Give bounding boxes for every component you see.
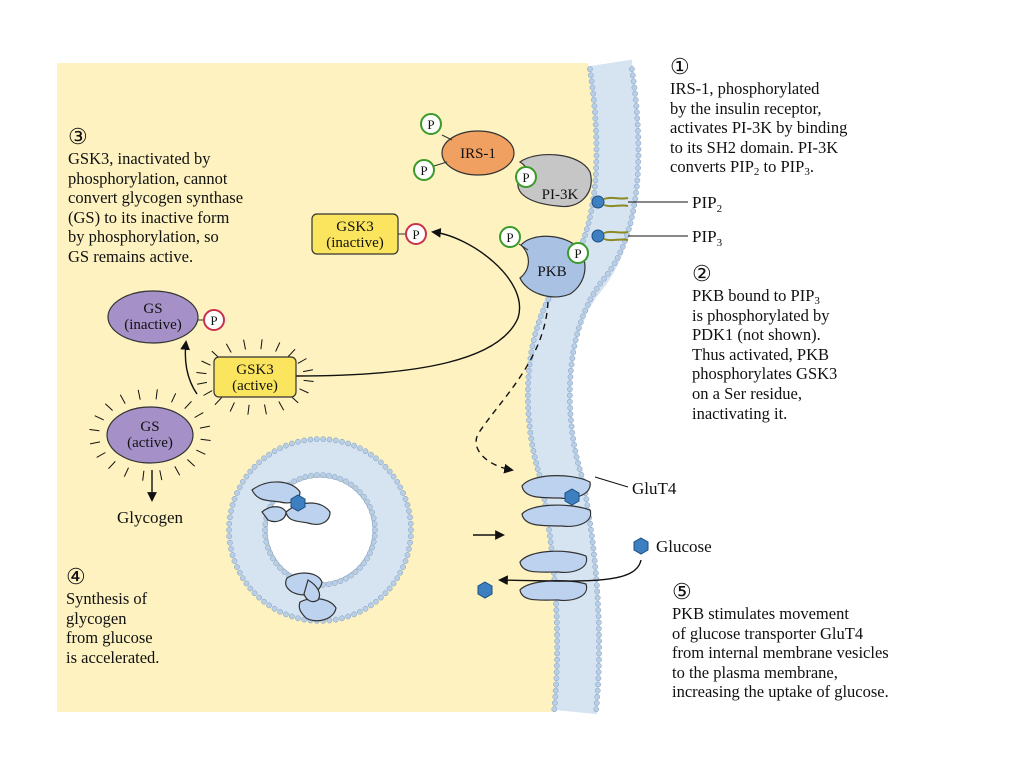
gs-active-rays	[89, 389, 211, 481]
plasma-membrane	[526, 59, 640, 715]
step-3-line: GS remains active.	[68, 246, 194, 266]
step-3-line: (GS) to its inactive form	[68, 207, 230, 227]
step-2-line: on a Ser residue,	[692, 383, 802, 403]
step-5-line: to the plasma membrane,	[672, 662, 838, 682]
irs1-label: IRS-1	[460, 146, 496, 162]
pkb-phosphate-1: P	[499, 226, 529, 251]
gs-inactive-enzyme	[107, 290, 199, 344]
gs-inactivation-arrow	[180, 340, 198, 395]
step-3-line: convert glycogen synthase	[68, 188, 244, 208]
pkb-phosphorylates-gsk3-arrow	[295, 227, 521, 377]
step-2-first-line: PKB bound to PIP3	[692, 286, 820, 307]
note-step-3: ③ GSK3, inactivated by phosphorylation, …	[68, 125, 243, 267]
irs1-protein	[441, 130, 515, 176]
pkb-label: PKB	[537, 264, 566, 280]
svg-text:P: P	[210, 313, 217, 328]
step-2-number: ②	[692, 261, 712, 286]
step-3-line: by phosphorylation, so	[68, 227, 219, 247]
irs1-phosphate-2: P	[413, 159, 448, 181]
step-4-line: Synthesis of	[66, 589, 148, 608]
note-step-1: ① IRS-1, phosphorylated by the insulin r…	[670, 54, 848, 179]
vesicle-glucose-icon	[290, 494, 306, 512]
step-4-number: ④	[66, 564, 86, 589]
glut4-label: GluT4	[632, 479, 677, 498]
pip2-label: PIP2	[692, 193, 722, 215]
step-3-number: ③	[68, 124, 88, 149]
note-step-4: ④ Synthesis of glycogen from glucose is …	[66, 565, 159, 667]
gsk3-active-box	[213, 356, 297, 398]
step-2-line: phosphorylates GSK3	[692, 364, 838, 384]
irs1-phosphate-1: P	[420, 113, 453, 141]
step-2-line: Thus activated, PKB	[692, 344, 830, 364]
step-1-line: activates PI-3K by binding	[670, 118, 848, 138]
glucose-icon	[633, 537, 649, 555]
step-4-line: glycogen	[66, 608, 127, 628]
pip3-label: PIP3	[692, 227, 723, 249]
membrane-glut4-upper	[521, 475, 592, 527]
pip3-lipid	[591, 229, 629, 243]
step-2-line: PDK1 (not shown).	[692, 325, 821, 345]
step-3-line: GSK3, inactivated by	[68, 149, 211, 168]
pkb-phosphate-2: P	[567, 242, 589, 264]
step-1-number: ①	[670, 54, 690, 79]
note-step-2: ② PKB bound to PIP3 is phosphorylated by…	[692, 262, 837, 423]
svg-text:P: P	[506, 230, 513, 245]
step-1-line: IRS-1, phosphorylated	[670, 79, 820, 98]
pi3k-label: PI-3K	[542, 187, 579, 203]
svg-text:P: P	[574, 246, 581, 261]
vesicle-glut4-lower	[285, 572, 337, 622]
gs-phosphate: P	[198, 309, 225, 331]
step-2-line: inactivating it.	[692, 403, 788, 423]
step-5-line: of glucose transporter GluT4	[672, 623, 864, 643]
step-5-line: from internal membrane vesicles	[672, 643, 889, 663]
gsk3-inactive-label: GSK3(inactive)	[326, 219, 383, 251]
step-1-last-line: converts PIP2 to PIP3.	[670, 157, 814, 179]
pip2-lipid	[591, 195, 629, 209]
gsk3-phosphate: P	[398, 223, 427, 245]
step-4-line: from glucose	[66, 628, 153, 648]
glycogen-label: Glycogen	[117, 508, 184, 527]
svg-text:P: P	[522, 170, 529, 185]
gs-inactive-label: GS(inactive)	[124, 301, 181, 333]
step-4-line: is accelerated.	[66, 647, 160, 667]
glucose-label: Glucose	[656, 537, 712, 556]
step-5-line: PKB stimulates movement	[672, 604, 849, 623]
imported-glucose-icon	[477, 581, 493, 599]
cytoplasm-region	[57, 63, 596, 712]
glut4-leader-line	[594, 476, 629, 488]
membrane-glut4-lower	[519, 550, 588, 601]
step-1-line: by the insulin receptor,	[670, 98, 822, 118]
svg-text:P: P	[420, 163, 427, 178]
svg-text:P: P	[412, 227, 419, 242]
step-1-line: to its SH2 domain. PI-3K	[670, 137, 839, 157]
step-3-line: phosphorylation, cannot	[68, 168, 228, 188]
gs-active-label: GS(active)	[127, 419, 173, 451]
svg-text:P: P	[427, 117, 434, 132]
step-5-number: ⑤	[672, 579, 692, 604]
step-5-line: increasing the uptake of glucose.	[672, 682, 889, 702]
gsk3-active-label: GSK3(active)	[232, 362, 278, 394]
note-step-5: ⑤ PKB stimulates movement of glucose tra…	[672, 580, 889, 702]
pi3k-phosphate: P	[515, 166, 537, 188]
step-2-line: is phosphorylated by	[692, 305, 830, 325]
glucose-uptake-arrow	[498, 559, 642, 586]
transported-glucose-icon	[564, 488, 580, 506]
gs-active-enzyme	[106, 406, 194, 464]
